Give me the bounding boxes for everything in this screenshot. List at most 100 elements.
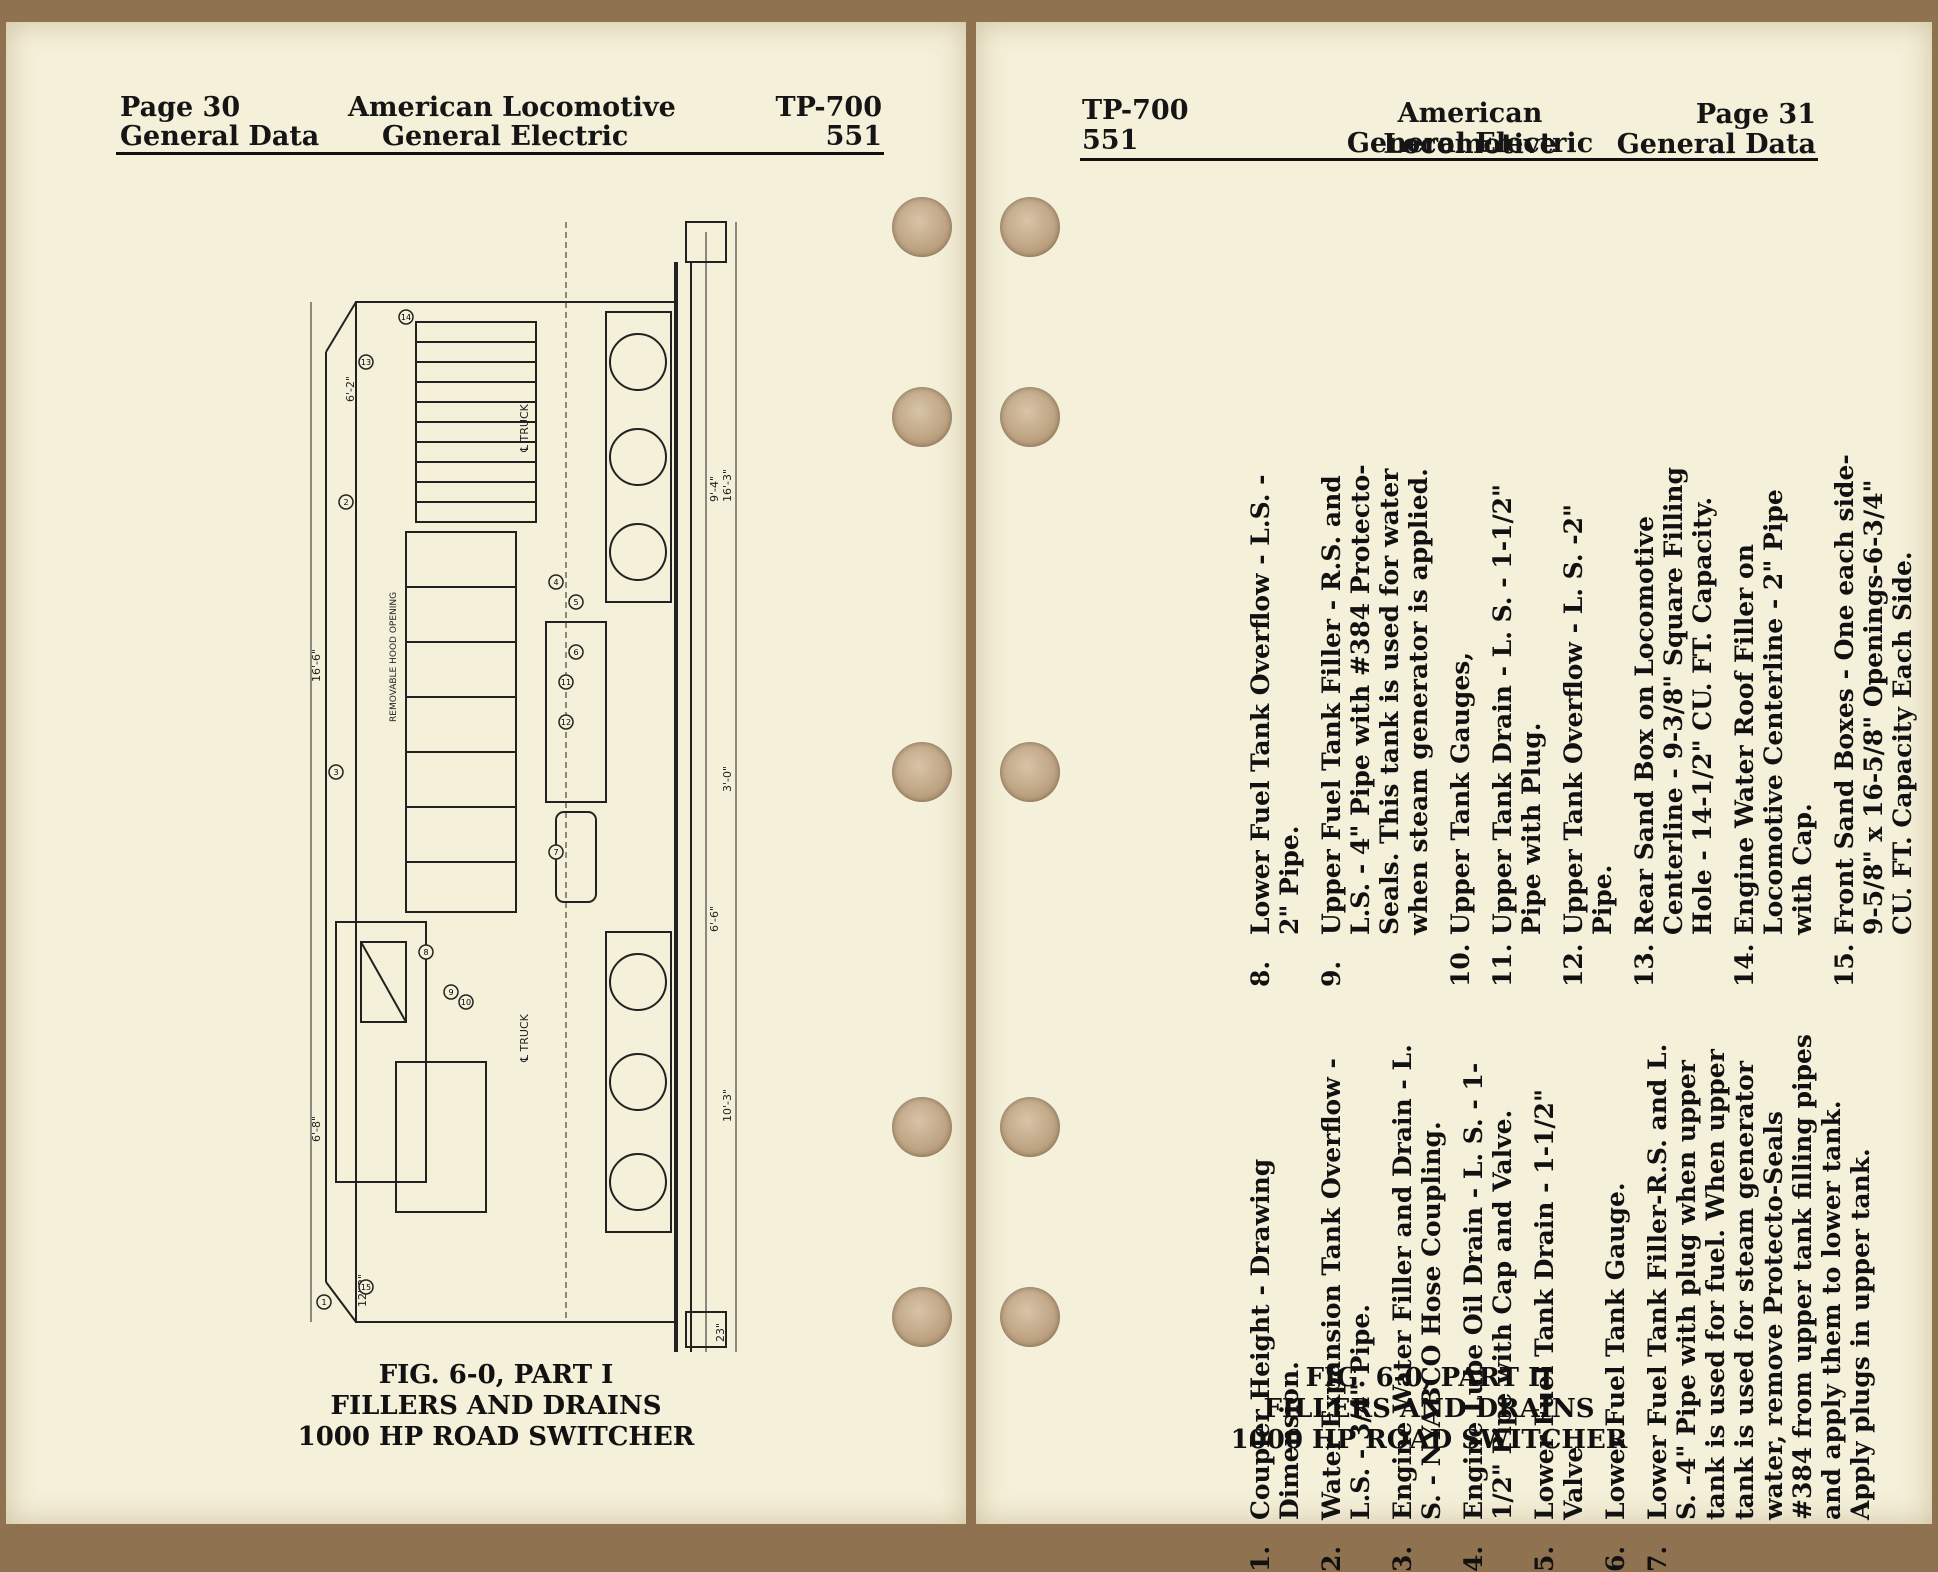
callout-marker: 10 (458, 994, 474, 1010)
dim-overall-label: 16'-6" (310, 649, 323, 682)
callout-number: 9 (448, 988, 453, 997)
caption-line-2: FILLERS AND DRAINS (1263, 1394, 1595, 1424)
dim-f-label: 10'-3" (721, 1089, 734, 1122)
company-line-1: American Locomotive (348, 92, 676, 123)
doc-number: 551 (825, 121, 882, 152)
company-line-2: General Electric (382, 121, 629, 152)
binder-hole (892, 197, 952, 257)
removable-hood-label: REMOVABLE HOOD OPENING (389, 592, 399, 722)
callout-marker: 13 (358, 354, 374, 370)
item-number: 8. (1246, 960, 1275, 987)
item-text: Engine Water Roof Filler on Locomotive C… (1730, 489, 1817, 935)
doc-code: TP-700 (1082, 95, 1189, 126)
doc-code: TP-700 (775, 92, 882, 123)
item-text: Upper Tank Gauges, (1446, 651, 1475, 935)
binder-hole (1000, 742, 1060, 802)
binder-hole (1000, 1097, 1060, 1157)
callout-marker: 14 (398, 309, 414, 325)
item-number: 15. (1830, 943, 1859, 988)
callout-number: 5 (573, 598, 578, 607)
callout-marker: 12 (558, 714, 574, 730)
callout-marker: 3 (328, 764, 344, 780)
left-page: Page 30 General Data American Locomotive… (6, 22, 966, 1524)
binder-hole (892, 1097, 952, 1157)
binder-hole (1000, 387, 1060, 447)
list-item: 3.Engine Water Filler and Drain - L. S. … (1388, 1032, 1446, 1572)
right-page: TP-700 551 American Locomotive General E… (976, 22, 1932, 1572)
page-number: Page 30 (120, 92, 241, 123)
list-item: 15. Front Sand Boxes - One each side- 9-5… (1830, 447, 1917, 987)
item-number: 2. (1317, 1545, 1346, 1572)
callout-number: 13 (361, 358, 371, 367)
list-item: 7.Lower Fuel Tank Filler-R.S. and L. S. … (1643, 1032, 1875, 1572)
callout-number: 2 (343, 498, 348, 507)
list-item: 13.Rear Sand Box on Locomotive Centerlin… (1630, 447, 1717, 987)
list-item: 6. Lower Fuel Tank Gauge. (1601, 1032, 1630, 1572)
item-number: 14. (1730, 943, 1759, 988)
list-item: 8. Lower Fuel Tank Overflow - L.S. - 2" P… (1246, 447, 1304, 987)
callout-marker: 2 (338, 494, 354, 510)
list-item: 10. Upper Tank Gauges, (1446, 447, 1475, 987)
dim-b-label: 9'-4" (708, 476, 721, 502)
list-item: 2.Water Expansion Tank Overflow - L.S. -… (1317, 1032, 1375, 1572)
caption-line-2: FILLERS AND DRAINS (330, 1391, 662, 1421)
callout-number: 4 (553, 578, 558, 587)
callout-marker: 11 (558, 674, 574, 690)
item-number: 9. (1317, 960, 1346, 987)
list-item: 1.Coupler Height - Drawing Dimension. (1246, 1032, 1304, 1572)
callout-number: 12 (561, 718, 571, 727)
callout-marker: 6 (568, 644, 584, 660)
callout-number: 14 (401, 313, 411, 322)
caption-line-3: 1000 HP ROAD SWITCHER (1230, 1425, 1628, 1455)
callout-number: 3 (333, 768, 338, 777)
item-number: 13. (1630, 943, 1659, 988)
callout-number: 8 (423, 948, 428, 957)
list-column-1: 1.Coupler Height - Drawing Dimension.2.W… (1246, 1032, 1888, 1572)
section-title: General Data (1616, 129, 1816, 160)
callout-marker: 5 (568, 594, 584, 610)
list-column-2: 8. Lower Fuel Tank Overflow - L.S. - 2" P… (1246, 447, 1930, 987)
list-item: 9. Upper Fuel Tank Filler - R.S. and L.S.… (1317, 447, 1433, 987)
locomotive-drawing: 16'-6" REMOVABLE HOOD OPENING ℄ TRUCK ℄ … (310, 221, 737, 1352)
item-number: 3. (1388, 1545, 1417, 1572)
item-number: 10. (1446, 943, 1475, 988)
dim-a-label: 6'-2" (344, 376, 357, 402)
item-number: 7. (1643, 1545, 1672, 1572)
binder-hole (1000, 197, 1060, 257)
callout-marker: 7 (548, 844, 564, 860)
callout-marker: 15 (358, 1279, 374, 1295)
callout-number: 15 (361, 1283, 371, 1292)
item-number: 6. (1601, 1545, 1630, 1572)
dim-i-label: 23" (714, 1323, 727, 1342)
list-item: 4.Engine Lube Oil Drain - L. S. - 1-1/2"… (1459, 1032, 1517, 1572)
header-rule (116, 152, 884, 155)
list-item: 5.Lower Fuel Tank Drain - 1-1/2" Valve. (1530, 1032, 1588, 1572)
item-text: Lower Fuel Tank Overflow - L.S. - 2" Pip… (1246, 474, 1304, 935)
callout-marker: 9 (443, 984, 459, 1000)
dim-g-label: 6'-8" (310, 1116, 323, 1142)
caption-line-3: 1000 HP ROAD SWITCHER (297, 1422, 695, 1452)
item-number: 1. (1246, 1545, 1275, 1572)
truck-label-rear: ℄ TRUCK (518, 1013, 531, 1063)
item-number: 4. (1459, 1545, 1488, 1572)
item-text: Upper Tank Overflow - L. S. -2" Pipe. (1559, 503, 1617, 935)
dim-e-label: 6'-6" (708, 906, 721, 932)
callout-number: 6 (573, 648, 578, 657)
item-number: 5. (1530, 1545, 1559, 1572)
truck-label-front: ℄ TRUCK (518, 403, 531, 453)
callout-marker: 1 (316, 1294, 332, 1310)
item-text: Front Sand Boxes - One each side- 9-5/8"… (1830, 454, 1917, 935)
company-line-2: General Electric (1346, 128, 1594, 159)
figure-caption-left: FIG. 6-0, PART I FILLERS AND DRAINS 1000… (196, 1360, 796, 1453)
page-number: Page 31 (1695, 99, 1816, 130)
company-line-1: American Locomotive (1383, 98, 1557, 160)
item-text: Upper Fuel Tank Filler - R.S. and L.S. -… (1317, 464, 1433, 935)
binder-hole (1000, 1287, 1060, 1347)
doc-number: 551 (1082, 125, 1139, 156)
list-item: 11.Upper Tank Drain - L. S. - 1-1/2" Pip… (1488, 447, 1546, 987)
dim-d-label: 3'-0" (721, 766, 734, 792)
item-text: Lower Fuel Tank Gauge. (1601, 1182, 1630, 1520)
binder-hole (892, 742, 952, 802)
callout-marker: 4 (548, 574, 564, 590)
